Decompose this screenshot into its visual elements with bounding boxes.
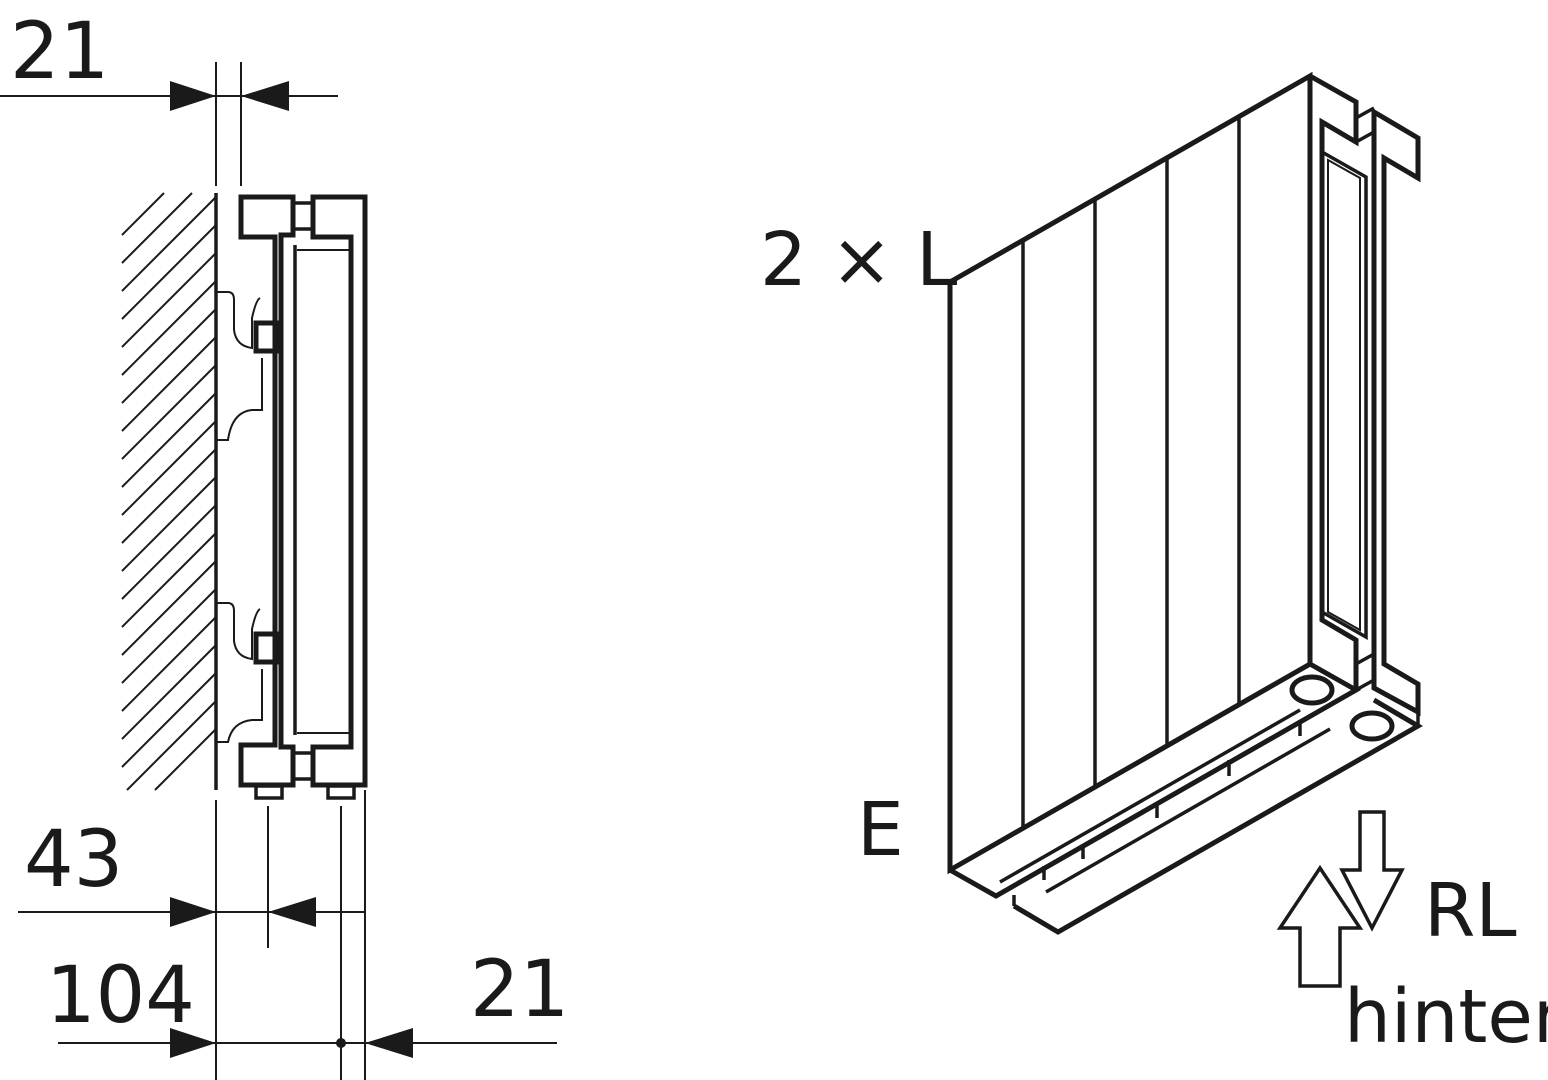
return-label: RL	[1424, 868, 1517, 954]
hatch-line	[121, 448, 217, 544]
isometric-view: 2 × L E RL hinten	[760, 71, 1548, 1060]
hatch-line	[154, 728, 217, 791]
hatch-line	[121, 252, 217, 348]
radiator-front-panel-outline	[310, 194, 368, 788]
hatch-line	[121, 196, 217, 292]
panel-connector-top	[291, 201, 315, 231]
hatch-line	[121, 308, 217, 404]
bottom-face-rear	[1012, 697, 1423, 935]
hatch-line	[121, 532, 217, 628]
side-profile-front	[1371, 107, 1421, 717]
hatch-line	[121, 616, 217, 712]
hatch-line	[121, 644, 217, 740]
end-label: E	[857, 787, 904, 873]
connection-stub-rear	[254, 784, 284, 800]
hatch-line	[121, 336, 217, 432]
connection-hole-supply	[1289, 674, 1335, 706]
wall-bracket-upper	[216, 291, 280, 441]
hatch-line	[121, 504, 217, 600]
radiator-rear-panel-outline	[238, 194, 296, 788]
front-face	[947, 71, 1313, 875]
bottom-face	[948, 661, 1362, 899]
connection-hole-return	[1349, 710, 1395, 742]
dim-label-wall-offset: 43	[24, 815, 123, 905]
hatch-line	[121, 224, 217, 320]
side-profile-inner-fin	[1327, 158, 1361, 632]
dimension-total-depth: 104 21	[46, 945, 569, 1058]
dim-label-bottom-right: 21	[470, 945, 569, 1035]
hatch-line	[121, 560, 217, 656]
hatch-line	[121, 672, 217, 768]
hatch-line	[126, 700, 217, 791]
hatch-line	[121, 392, 217, 488]
hatch-line	[121, 280, 217, 376]
hatch-line	[121, 588, 217, 684]
wall-hatching	[121, 192, 217, 791]
hatch-line	[121, 192, 193, 264]
side-section-view: 21	[0, 7, 569, 1080]
length-label: 2 × L	[760, 217, 957, 303]
return-down-arrow-icon	[1339, 810, 1405, 932]
side-profile-rear	[1308, 73, 1359, 690]
hatch-line	[121, 420, 217, 516]
dim-label-total-depth: 104	[46, 951, 195, 1041]
bottom-grille	[999, 708, 1331, 894]
hatch-line	[121, 476, 217, 572]
panel-connector-bottom	[291, 751, 315, 781]
side-profile-inner	[1321, 150, 1368, 641]
hatch-line	[121, 192, 165, 236]
wall-bracket-lower	[216, 602, 280, 743]
dimension-top-gap: 21	[0, 7, 338, 111]
hatch-line	[121, 364, 217, 460]
vertical-profiles	[1021, 117, 1241, 829]
side-profile-connector	[1355, 106, 1375, 692]
dim-label-top-gap: 21	[10, 7, 109, 97]
supply-up-arrow-icon	[1276, 864, 1364, 988]
connection-stub-front	[326, 784, 356, 800]
rear-label: hinten	[1344, 974, 1548, 1060]
dimension-wall-offset: 43	[18, 815, 365, 927]
